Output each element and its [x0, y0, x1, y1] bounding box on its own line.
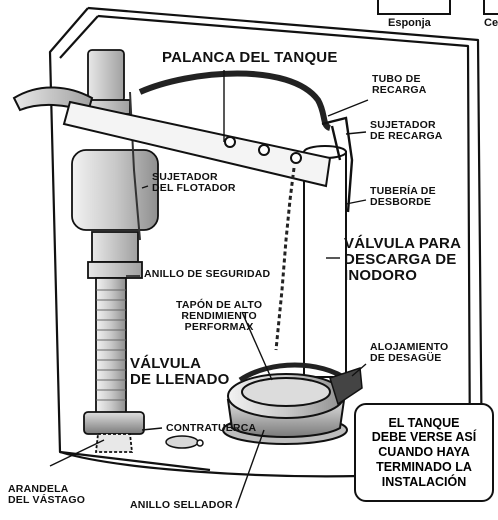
label-tank-lever: PALANCA DEL TANQUE — [162, 49, 338, 66]
label-flush-valve: VÁLVULA PARA DESCARGA DE INODORO — [344, 235, 462, 284]
label-shank-washer: ARANDELA DEL VÁSTAGO — [8, 483, 86, 507]
tank-lever-shape — [12, 86, 332, 188]
refill-tube-shape — [138, 70, 332, 131]
overflow-pipe-shape — [303, 145, 347, 378]
partial-tag: Ce — [484, 17, 498, 29]
label-seal-ring: ANILLO SELLADOR — [130, 499, 233, 511]
label-fill-valve: VÁLVULA DE LLENADO — [130, 355, 230, 388]
sponge-tag: Esponja — [388, 17, 431, 29]
drain-housing-shape — [329, 366, 363, 406]
leader-lines — [49, 70, 369, 509]
label-refill-clip: SUJETADOR DE RECARGA — [370, 119, 443, 143]
fill-valve-threads — [96, 289, 126, 401]
completion-callout-text: EL TANQUE DEBE VERSE ASÍ CUANDO HAYA TER… — [371, 415, 477, 489]
label-overflow-pipe: TUBERÍA DE DESBORDE — [370, 185, 436, 209]
label-flapper: TAPÓN DE ALTO RENDIMIENTO PERFORMAX — [176, 299, 263, 334]
completion-callout: EL TANQUE DEBE VERSE ASÍ CUANDO HAYA TER… — [354, 403, 494, 502]
label-float-clip: SUJETADOR DEL FLOTADOR — [152, 171, 236, 195]
chain-shape — [274, 167, 296, 351]
label-locknut: CONTRATUERCA — [166, 422, 257, 434]
top-swatch-boxes — [377, 0, 498, 15]
label-safety-ring: ANILLO DE SEGURIDAD — [144, 268, 271, 280]
label-drain-housing: ALOJAMIENTO DE DESAGÜE — [370, 341, 449, 365]
flush-valve-base-shape — [222, 362, 350, 445]
label-refill-tube: TUBO DE RECARGA — [372, 73, 427, 97]
refill-clip-shape — [321, 116, 354, 213]
